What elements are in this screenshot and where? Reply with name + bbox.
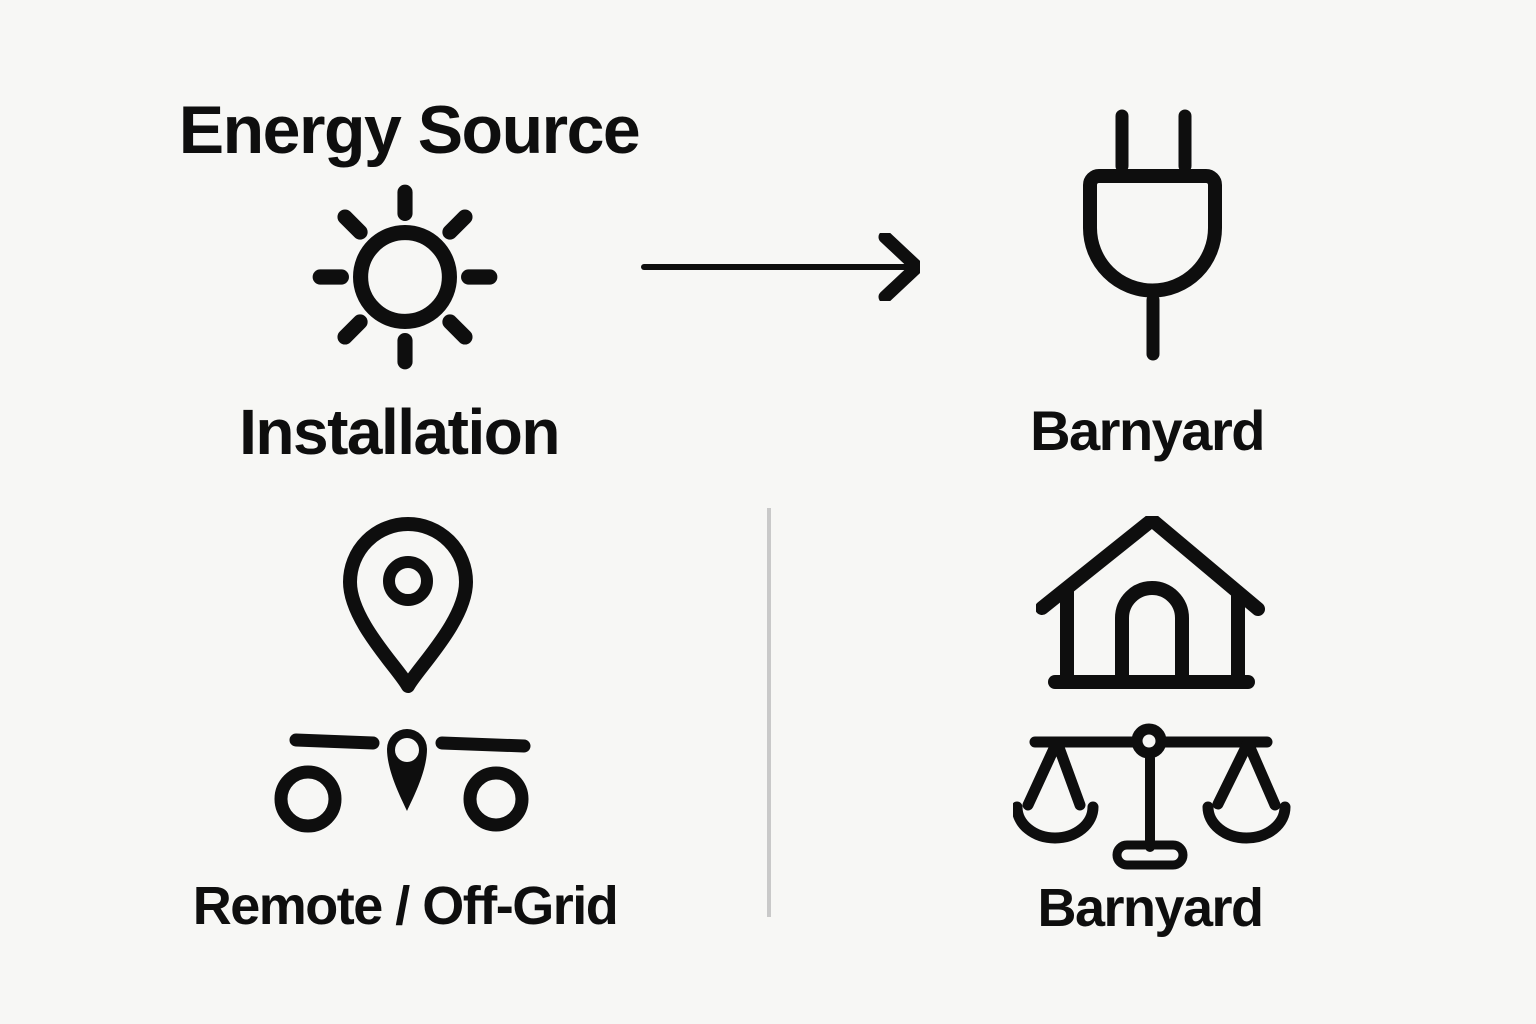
balance-scale-icon (1013, 723, 1291, 870)
remote-offgrid-caption: Remote / Off-Grid (192, 876, 619, 936)
energy-source-title: Energy Source (178, 92, 641, 168)
barnyard-destination-label: Barnyard (1030, 399, 1265, 462)
power-plug-icon (1083, 109, 1222, 361)
right-arrow-icon (641, 233, 920, 301)
vertical-divider (767, 508, 771, 917)
sun-icon (312, 184, 498, 370)
location-pin-icon (343, 517, 473, 693)
barnyard-caption: Barnyard (1037, 878, 1264, 938)
house-icon (1036, 516, 1265, 689)
installation-title: Installation (239, 396, 560, 468)
balance-with-pin-icon (274, 729, 531, 833)
